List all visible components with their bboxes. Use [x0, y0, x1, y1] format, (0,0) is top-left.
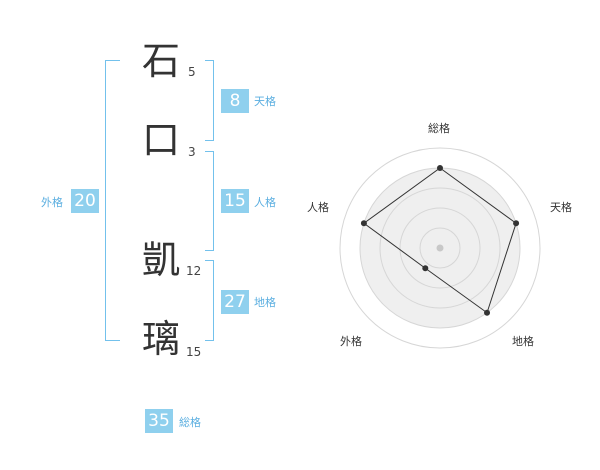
chikaku-bracket [205, 260, 214, 341]
radar-point [437, 165, 443, 171]
radar-grid-ring [399, 207, 481, 289]
jinkaku-bracket [205, 151, 214, 251]
gaikaku-bracket [105, 60, 120, 341]
radar-label-gaikaku: 外格 [340, 335, 362, 348]
name-char-3: 凱 [142, 238, 181, 282]
soukaku-label: 総格 [179, 416, 201, 429]
radar-grid-ring [379, 187, 501, 309]
chikaku-badge: 27 [221, 290, 249, 314]
gaikaku-badge: 20 [71, 189, 99, 213]
radar-point [422, 265, 429, 272]
stroke-count-1: 5 [188, 65, 196, 79]
stroke-count-2: 3 [188, 145, 196, 159]
radar-point [513, 220, 520, 227]
radar-series-polygon [363, 167, 517, 314]
radar-point [484, 309, 491, 316]
radar-label-chikaku: 地格 [512, 335, 534, 348]
radar-center-dot [436, 244, 444, 252]
gaikaku-label: 外格 [41, 196, 63, 209]
stroke-count-4: 15 [186, 345, 202, 359]
radar-label-tenkaku: 天格 [550, 201, 572, 214]
name-char-1: 石 [142, 39, 181, 83]
radar-label-jinkaku: 人格 [307, 201, 329, 214]
tenkaku-label: 天格 [254, 95, 276, 108]
tenkaku-badge: 8 [221, 89, 249, 113]
tenkaku-bracket [205, 60, 214, 141]
jinkaku-badge: 15 [221, 189, 249, 213]
radar-point [360, 220, 367, 227]
soukaku-badge: 35 [145, 409, 173, 433]
jinkaku-label: 人格 [254, 196, 276, 209]
stroke-count-3: 12 [186, 264, 202, 278]
name-char-2: 口 [142, 118, 181, 162]
name-char-4: 璃 [142, 317, 181, 361]
radar-label-soukaku: 総格 [428, 122, 450, 135]
chikaku-label: 地格 [254, 296, 276, 309]
radar-grid-ring [419, 227, 461, 269]
